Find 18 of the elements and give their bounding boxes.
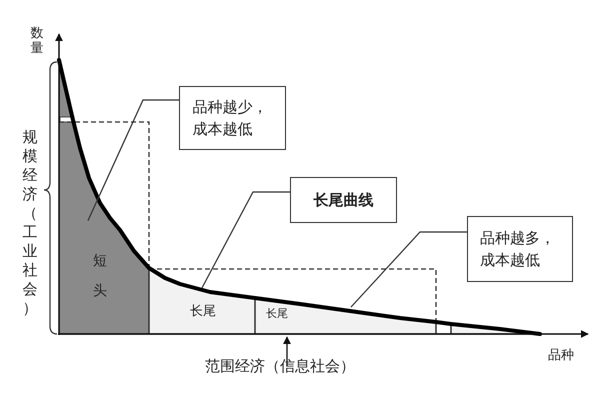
text-box xyxy=(290,177,397,223)
text-box xyxy=(467,216,573,282)
area-label: 长尾 xyxy=(190,303,216,320)
area-label: 长尾 xyxy=(266,306,288,321)
leader-line xyxy=(87,99,179,221)
side-label: 规模经济（工业社会） xyxy=(22,128,38,318)
area-region xyxy=(255,298,436,335)
text-box xyxy=(179,86,286,150)
axis-label: 数量 xyxy=(30,26,44,56)
axis-label: 品种 xyxy=(548,347,574,364)
area-label: 短头 xyxy=(92,252,108,301)
leader-line xyxy=(201,191,290,288)
area-region xyxy=(149,268,255,335)
bottom-label: 范围经济（信息社会） xyxy=(205,357,355,376)
box-text: 品种越多，成本越低 xyxy=(480,228,556,271)
box-text: 品种越少，成本越低 xyxy=(192,97,268,140)
box-text: 长尾曲线 xyxy=(312,190,374,211)
leader-line xyxy=(350,231,467,308)
